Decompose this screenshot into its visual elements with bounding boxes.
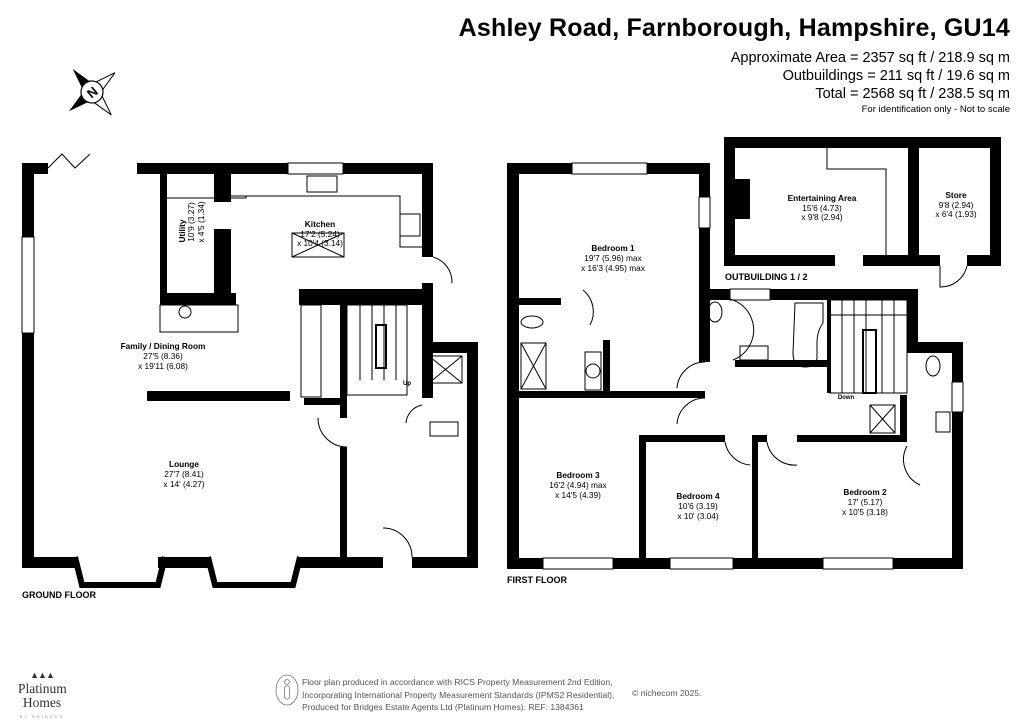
room-bedroom-2: Bedroom 2 17' (5.17) x 10'5 (3.18) — [842, 487, 888, 517]
footer-line-3: Produced for Bridges Estate Agents Ltd (… — [302, 702, 584, 712]
outbuildings-area: Outbuildings = 211 sq ft / 19.6 sq m — [782, 68, 1010, 84]
ground-floor-fixtures — [21, 153, 463, 588]
svg-text:27'7 (8.41): 27'7 (8.41) — [164, 469, 204, 479]
svg-text:Bedroom 3: Bedroom 3 — [556, 470, 600, 480]
svg-text:17'2 (5.24): 17'2 (5.24) — [300, 229, 340, 239]
platinum-homes-logo: ▲▲▲ Platinum Homes BY BRIDGES — [18, 670, 67, 719]
svg-text:Bedroom 1: Bedroom 1 — [591, 243, 635, 253]
svg-text:19'7 (5.96) max: 19'7 (5.96) max — [584, 253, 642, 263]
footer-line-1: Floor plan produced in accordance with R… — [302, 677, 613, 687]
first-floor-walls — [507, 163, 963, 569]
approximate-area: Approximate Area = 2357 sq ft / 218.9 sq… — [730, 50, 1010, 66]
svg-text:Store: Store — [945, 190, 967, 200]
svg-text:Lounge: Lounge — [169, 459, 199, 469]
room-utility: Utility 10'9 (3.27) x 4'5 (1.34) — [177, 201, 206, 242]
room-entertaining-area: Entertaining Area 15'6 (4.73) x 9'8 (2.9… — [788, 193, 857, 222]
svg-text:x 19'11 (6.08): x 19'11 (6.08) — [138, 361, 188, 371]
svg-text:Utility: Utility — [177, 219, 187, 242]
svg-text:x 16'3 (4.95) max: x 16'3 (4.95) max — [581, 263, 646, 273]
first-floor-fixtures — [520, 162, 964, 570]
svg-text:10'9 (3.27): 10'9 (3.27) — [186, 202, 196, 242]
svg-text:10'6 (3.19): 10'6 (3.19) — [678, 501, 718, 511]
copyright: © nichecom 2025. — [632, 688, 702, 698]
room-bedroom-1: Bedroom 1 19'7 (5.96) max x 16'3 (4.95) … — [581, 243, 646, 273]
svg-text:x 14'5 (4.39): x 14'5 (4.39) — [555, 490, 601, 500]
stair-down-label: Down — [838, 395, 855, 401]
svg-text:x 14' (4.27): x 14' (4.27) — [163, 479, 204, 489]
svg-text:Bedroom 2: Bedroom 2 — [843, 487, 887, 497]
ground-floor-label: GROUND FLOOR — [22, 590, 96, 600]
room-kitchen: Kitchen 17'2 (5.24) x 10'4 (3.14) — [297, 219, 343, 248]
svg-text:Bedroom 4: Bedroom 4 — [676, 491, 720, 501]
person-measurement-icon — [275, 674, 299, 706]
outbuilding-fixtures — [826, 148, 968, 288]
total-area: Total = 2568 sq ft / 238.5 sq m — [815, 86, 1010, 102]
svg-text:Kitchen: Kitchen — [305, 219, 335, 229]
room-family-dining: Family / Dining Room 27'5 (8.36) x 19'11… — [121, 341, 206, 371]
outbuilding-walls — [724, 137, 1001, 266]
room-bedroom-4: Bedroom 4 10'6 (3.19) x 10' (3.04) — [676, 491, 720, 521]
svg-text:27'5 (8.36): 27'5 (8.36) — [143, 351, 183, 361]
room-bedroom-3: Bedroom 3 16'2 (4.94) max x 14'5 (4.39) — [549, 470, 607, 500]
svg-text:16'2 (4.94) max: 16'2 (4.94) max — [549, 480, 607, 490]
svg-text:Entertaining Area: Entertaining Area — [788, 193, 857, 203]
ground-floor-walls — [22, 163, 478, 568]
room-store: Store 9'8 (2.94) x 6'4 (1.93) — [935, 190, 976, 219]
svg-text:x 10'5 (3.18): x 10'5 (3.18) — [842, 507, 888, 517]
stair-up-label: Up — [403, 381, 411, 387]
svg-text:Family / Dining Room: Family / Dining Room — [121, 341, 206, 351]
svg-text:x 10' (3.04): x 10' (3.04) — [677, 511, 718, 521]
svg-text:15'6 (4.73): 15'6 (4.73) — [802, 203, 842, 213]
disclaimer: For identification only - Not to scale — [861, 104, 1010, 115]
svg-text:x 6'4 (1.93): x 6'4 (1.93) — [935, 209, 976, 219]
first-floor-label: FIRST FLOOR — [507, 575, 567, 585]
svg-text:x 10'4 (3.14): x 10'4 (3.14) — [297, 238, 343, 248]
svg-text:x 4'5 (1.34): x 4'5 (1.34) — [196, 201, 206, 242]
property-title: Ashley Road, Farnborough, Hampshire, GU1… — [458, 14, 1010, 42]
svg-text:17' (5.17): 17' (5.17) — [848, 497, 883, 507]
outbuilding-label: OUTBUILDING 1 / 2 — [725, 272, 808, 282]
room-lounge: Lounge 27'7 (8.41) x 14' (4.27) — [163, 459, 204, 489]
svg-text:x 9'8 (2.94): x 9'8 (2.94) — [801, 212, 842, 222]
north-compass-icon: N — [69, 69, 116, 116]
footer-text: Floor plan produced in accordance with R… — [302, 676, 614, 714]
svg-text:9'8 (2.94): 9'8 (2.94) — [939, 200, 974, 210]
footer-line-2: Incorporating International Property Mea… — [302, 689, 615, 700]
